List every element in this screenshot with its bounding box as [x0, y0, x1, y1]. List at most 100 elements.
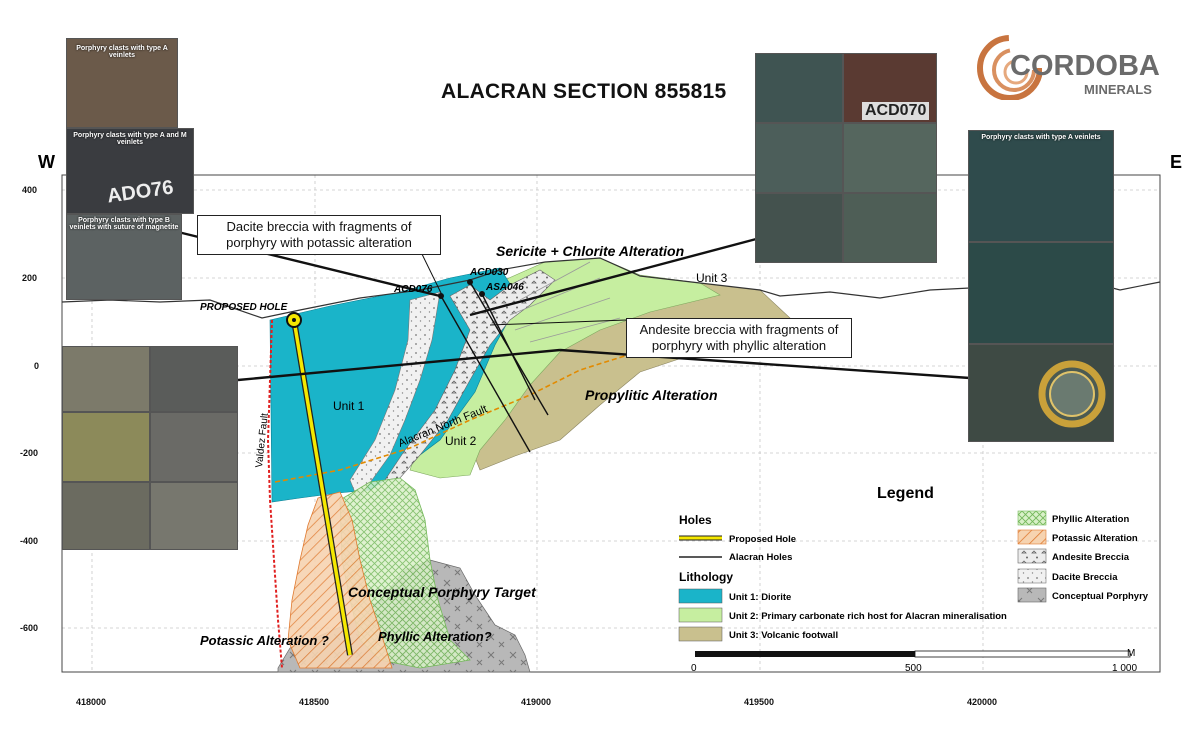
- east-label: E: [1170, 152, 1182, 172]
- legend-potassic-swatch: [1017, 529, 1047, 545]
- scale-bar-black: [695, 651, 915, 657]
- legend-unit1: Unit 1: Diorite: [729, 592, 791, 603]
- valdez-fault-line: [266, 319, 283, 669]
- y-tick: 200: [22, 273, 37, 283]
- section-title: ALACRAN SECTION 855815: [441, 80, 727, 103]
- acd030-collar: [467, 279, 473, 285]
- scale-bar: 0 500 1 000 M: [691, 648, 1137, 674]
- logo-line1: CORDOBA: [1010, 50, 1160, 82]
- andesite-breccia: [384, 269, 556, 481]
- logo-line2: MINERALS: [1084, 82, 1152, 97]
- alacran-north-fault-line: [274, 347, 651, 483]
- scale-0: 0: [691, 663, 697, 674]
- legend-dacite-swatch: [1017, 568, 1047, 584]
- legend-dacite-breccia: Dacite Breccia: [1052, 572, 1118, 583]
- phyllic-q-label: Phyllic Alteration?: [378, 629, 492, 644]
- scale-1000: 1 000: [1112, 663, 1137, 674]
- y-axis-labels: 400 200 0 -200 -400 -600: [20, 185, 39, 633]
- acd030-label: ACD030: [469, 267, 509, 278]
- legend-porphyry-swatch: [1017, 587, 1047, 603]
- legend-phyllic-swatch: [1017, 510, 1047, 526]
- callout-leaders: [419, 249, 627, 326]
- legend-phyllic: Phyllic Alteration: [1052, 514, 1129, 525]
- core-photo-4: Porphyry clasts with type A veinlets: [968, 130, 1114, 242]
- unit2-label: Unit 2: [445, 434, 477, 448]
- legend-unit3-swatch: [678, 626, 723, 642]
- proposed-hole-center: [292, 318, 296, 322]
- dacite-callout: Dacite breccia with fragments of porphyr…: [197, 215, 441, 255]
- legend-potassic: Potassic Alteration: [1052, 533, 1138, 544]
- core-photo-3: Porphyry clasts with type B veinlets wit…: [66, 214, 182, 300]
- propylitic-label: Propylitic Alteration: [585, 387, 718, 403]
- sericite-label: Sericite + Chlorite Alteration: [496, 243, 684, 259]
- legend-alacran-holes: Alacran Holes: [729, 552, 792, 563]
- potassic-q-label: Potassic Alteration ?: [200, 633, 329, 648]
- core-photo-grid-k: [755, 193, 843, 263]
- x-tick: 419000: [521, 697, 551, 707]
- core-photo-grid-j: [843, 123, 937, 193]
- core-photo-3-label: Porphyry clasts with type B veinlets wit…: [69, 217, 179, 231]
- legend: Legend Holes Proposed Hole Alacran Holes…: [678, 485, 1149, 642]
- core-photo-5: [968, 242, 1114, 344]
- unit1-label: Unit 1: [333, 399, 365, 413]
- x-axis-labels: 418000 418500 419000 419500 420000: [76, 697, 997, 707]
- scale-unit: M: [1127, 648, 1135, 659]
- core-photo-grid-i: [755, 123, 843, 193]
- dacite-breccia: [349, 291, 441, 501]
- x-tick: 419500: [744, 697, 774, 707]
- legend-andesite-swatch: [1017, 548, 1047, 564]
- andesite-callout: Andesite breccia with fragments of porph…: [626, 318, 852, 358]
- proposed-hole-trace: [292, 319, 352, 656]
- y-tick: -200: [20, 448, 38, 458]
- proposed-hole-label: PROPOSED HOLE: [200, 302, 288, 313]
- core-photo-grid-f: [150, 482, 238, 550]
- core-photo-h-writing: ACD070: [862, 102, 930, 120]
- x-tick: 418000: [76, 697, 106, 707]
- legend-unit1-swatch: [678, 588, 723, 604]
- unit1-polygon: [269, 267, 521, 503]
- core-photo-2-label: Porphyry clasts with type A and M veinle…: [73, 132, 187, 146]
- legend-proposed-hole: Proposed Hole: [729, 534, 796, 545]
- acd076-collar: [438, 293, 444, 299]
- west-label: W: [38, 152, 55, 172]
- legend-conceptual-porphyry: Conceptual Porphyry: [1052, 591, 1149, 602]
- x-tick: 418500: [299, 697, 329, 707]
- y-tick: -600: [20, 623, 38, 633]
- legend-andesite-breccia: Andesite Breccia: [1052, 552, 1130, 563]
- y-tick: -400: [20, 536, 38, 546]
- core-photo-1-label: Porphyry clasts with type A veinlets: [76, 45, 168, 59]
- legend-unit2-swatch: [678, 607, 723, 623]
- alacran-hole-traces: [440, 281, 549, 453]
- cordoba-logo: CORDOBA MINERALS: [972, 30, 1172, 110]
- core-photo-grid-a: [62, 346, 150, 412]
- core-photo-4-label: Porphyry clasts with type A veinlets: [981, 134, 1101, 141]
- legend-title: Legend: [877, 485, 934, 502]
- scale-500: 500: [905, 663, 922, 674]
- core-photo-grid-c: [62, 412, 150, 482]
- asa046-label: ASA046: [485, 282, 524, 293]
- logo-swirl-icon: [977, 35, 1042, 100]
- core-photo-grid-g: [755, 53, 843, 123]
- legend-unit2: Unit 2: Primary carbonate rich host for …: [729, 611, 1007, 622]
- legend-holes-header: Holes: [679, 513, 712, 527]
- core-photo-grid-e: [62, 482, 150, 550]
- asa046-collar: [479, 291, 485, 297]
- core-photo-grid-l: [843, 193, 937, 263]
- legend-unit3: Unit 3: Volcanic footwall: [729, 630, 838, 641]
- core-photo-grid-d: [150, 412, 238, 482]
- y-tick: 0: [34, 361, 39, 371]
- x-tick: 420000: [967, 697, 997, 707]
- core-photo-2: Porphyry clasts with type A and M veinle…: [66, 128, 194, 214]
- core-photo-2-writing: ADO76: [105, 176, 175, 208]
- core-photo-6: [968, 344, 1114, 442]
- hand-lens-icon: [1038, 360, 1106, 428]
- scale-bar-white: [914, 650, 1131, 658]
- core-photo-grid-h: ACD070: [843, 53, 937, 123]
- legend-lithology-header: Lithology: [679, 570, 733, 584]
- core-photo-1: Porphyry clasts with type A veinlets: [66, 38, 178, 128]
- unit3-label: Unit 3: [696, 271, 728, 285]
- core-photo-grid-b: [150, 346, 238, 412]
- y-tick: 400: [22, 185, 37, 195]
